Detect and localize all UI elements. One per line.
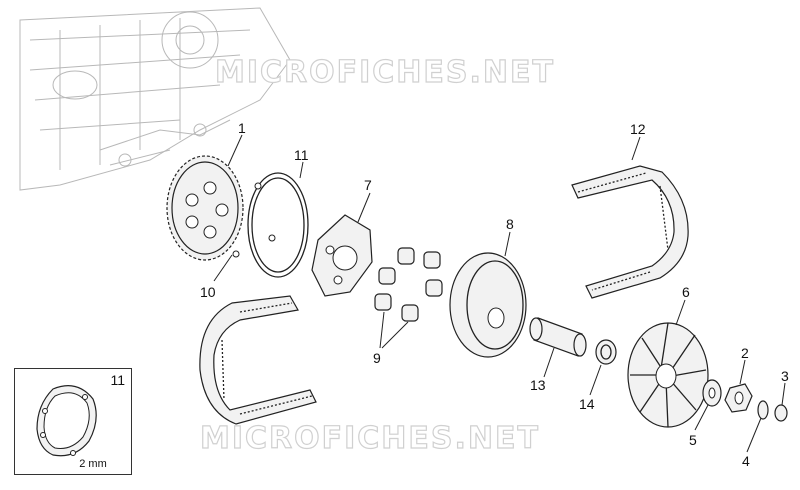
callout-14: 14 (579, 396, 595, 412)
inset-detail-box: 11 2 mm (14, 368, 132, 475)
callout-5: 5 (689, 432, 697, 448)
part-9-rollers (374, 247, 443, 322)
callout-9: 9 (373, 350, 381, 366)
part-8-movable-pulley (449, 252, 527, 358)
part-11-gasket (232, 172, 309, 278)
callout-7: 7 (364, 177, 372, 193)
part-13-sleeve (529, 317, 587, 357)
part-6-fan (627, 322, 709, 428)
part-7-fixed-pulley (311, 214, 373, 297)
part-5-washer (702, 379, 722, 407)
callout-13: 13 (530, 377, 546, 393)
lower-belt (199, 295, 317, 425)
callout-3: 3 (781, 368, 789, 384)
callout-1: 1 (238, 120, 246, 136)
part-3-nut (774, 404, 788, 422)
inset-callout-11: 11 (110, 372, 125, 388)
inset-scale-label: 2 mm (79, 458, 107, 470)
engine-casing-outline (19, 7, 291, 191)
part-2-nut (724, 383, 753, 413)
inset-gasket-drawing (36, 385, 97, 457)
callout-8: 8 (506, 216, 514, 232)
callout-10: 10 (200, 284, 216, 300)
callout-6: 6 (682, 284, 690, 300)
callout-4: 4 (742, 453, 750, 469)
leader-lines (213, 134, 786, 453)
part-14-bushing (595, 339, 617, 365)
part-12-belt (571, 165, 689, 299)
callout-11: 11 (294, 147, 309, 163)
watermark-bottom: MICROFICHES.NET (200, 421, 540, 456)
part-1-drive-plate (166, 155, 244, 261)
callout-2: 2 (741, 345, 749, 361)
watermark-top: MICROFICHES.NET (215, 55, 555, 90)
part-4-washer (757, 400, 769, 420)
callout-12: 12 (630, 121, 646, 137)
